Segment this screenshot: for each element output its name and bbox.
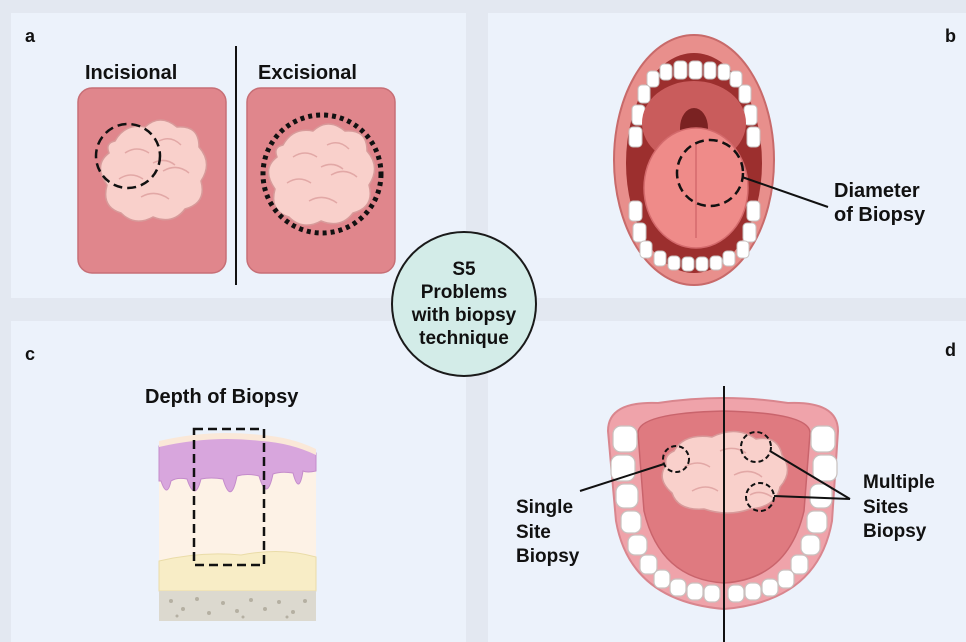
- bone-layer: [159, 591, 316, 621]
- panel-b: b Diameter of Biopsy: [488, 13, 966, 298]
- panel-label-a: a: [25, 26, 35, 47]
- tissue-depth-illustration: [11, 321, 466, 642]
- badge-line-2: Problems: [421, 281, 508, 304]
- depth-title: Depth of Biopsy: [145, 385, 298, 409]
- diameter-annotation: Diameter of Biopsy: [834, 179, 925, 227]
- excisional-caption: Excisional: [258, 61, 357, 85]
- panel-label-b: b: [945, 26, 956, 47]
- panel-d: d Single Site Biopsy Multiple Sites Biop…: [488, 321, 966, 642]
- badge-line-3: with biopsy: [412, 304, 517, 327]
- panel-label-c: c: [25, 344, 35, 365]
- multiple-sites-annotation: Multiple Sites Biopsy: [863, 471, 935, 545]
- center-title-badge: S5 Problems with biopsy technique: [391, 231, 537, 377]
- incisional-caption: Incisional: [85, 61, 177, 85]
- panel-label-d: d: [945, 340, 956, 361]
- panel-a: a Incisional Excisional: [11, 13, 466, 298]
- incisional-excisional-illustration: [11, 13, 466, 298]
- submucosa-layer: [159, 551, 316, 591]
- panel-c: c Depth of Biopsy: [11, 321, 466, 642]
- single-site-annotation: Single Site Biopsy: [516, 496, 579, 570]
- open-mouth-illustration: [488, 13, 966, 298]
- badge-line-1: S5: [452, 258, 475, 281]
- badge-line-4: technique: [419, 327, 509, 350]
